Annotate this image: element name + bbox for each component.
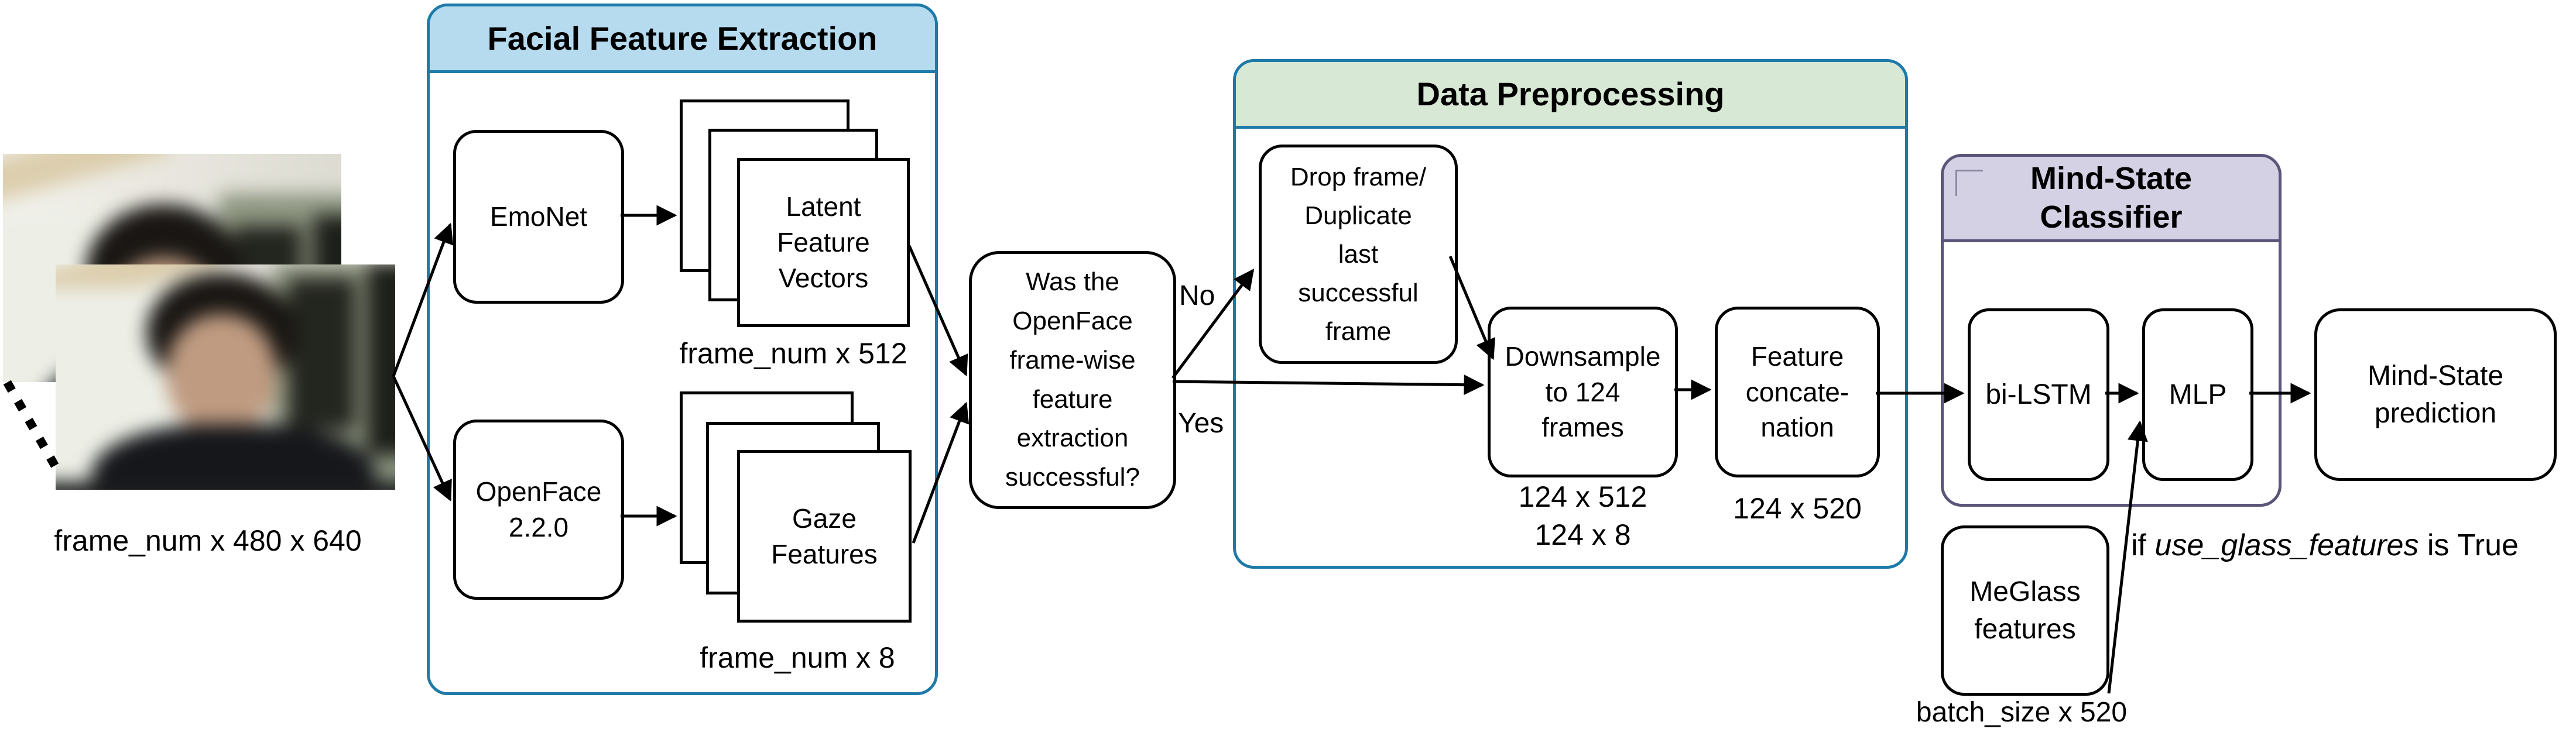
meglass-features-node: MeGlass features	[1941, 525, 2109, 696]
downsample-node: Downsample to 124 frames	[1488, 307, 1678, 477]
mind-state-prediction-node: Mind-State prediction	[2314, 308, 2557, 481]
openface-success-decision: Was the OpenFace frame-wise feature extr…	[969, 251, 1176, 509]
webcam-frame-front-image	[56, 264, 395, 490]
header-corner-artifact	[1955, 170, 1983, 196]
data-preprocessing-header: Data Preprocessing	[1236, 62, 1905, 129]
gaze-dim-label: frame_num x 8	[700, 641, 895, 674]
branch-no-label: No	[1179, 280, 1215, 311]
mlp-node: MLP	[2142, 308, 2253, 481]
latent-dim-label: frame_num x 512	[679, 337, 907, 370]
mind-state-classifier-header: Mind-State Classifier	[1944, 157, 2279, 242]
bilstm-node: bi-LSTM	[1968, 308, 2109, 481]
openface-node: OpenFace 2.2.0	[453, 420, 624, 600]
branch-yes-label: Yes	[1178, 408, 1224, 439]
webcam-frame-front	[56, 264, 395, 490]
facial-feature-extraction-header: Facial Feature Extraction	[430, 6, 935, 73]
note-prefix: if	[2131, 528, 2155, 562]
drop-frame-node: Drop frame/ Duplicate last successful fr…	[1259, 145, 1458, 364]
more-frames-dotted-line	[3, 380, 62, 473]
feature-concatenation-node: Feature concate- nation	[1715, 307, 1880, 477]
latent-feature-vectors-sheet-front: Latent Feature Vectors	[737, 158, 910, 327]
use-glass-features-note: if use_glass_features is True	[2131, 528, 2519, 563]
concat-dim-label: 124 x 520	[1733, 492, 1862, 525]
downsample-dim1-label: 124 x 512	[1518, 480, 1647, 513]
note-variable: use_glass_features	[2154, 528, 2419, 562]
gaze-features-sheet-front: Gaze Features	[737, 450, 912, 623]
input-dim-label: frame_num x 480 x 640	[54, 524, 362, 557]
downsample-dim2-label: 124 x 8	[1534, 518, 1631, 551]
meglass-dim-label: batch_size x 520	[1916, 697, 2128, 728]
emonet-node: EmoNet	[453, 130, 624, 304]
note-suffix: is True	[2419, 528, 2519, 562]
